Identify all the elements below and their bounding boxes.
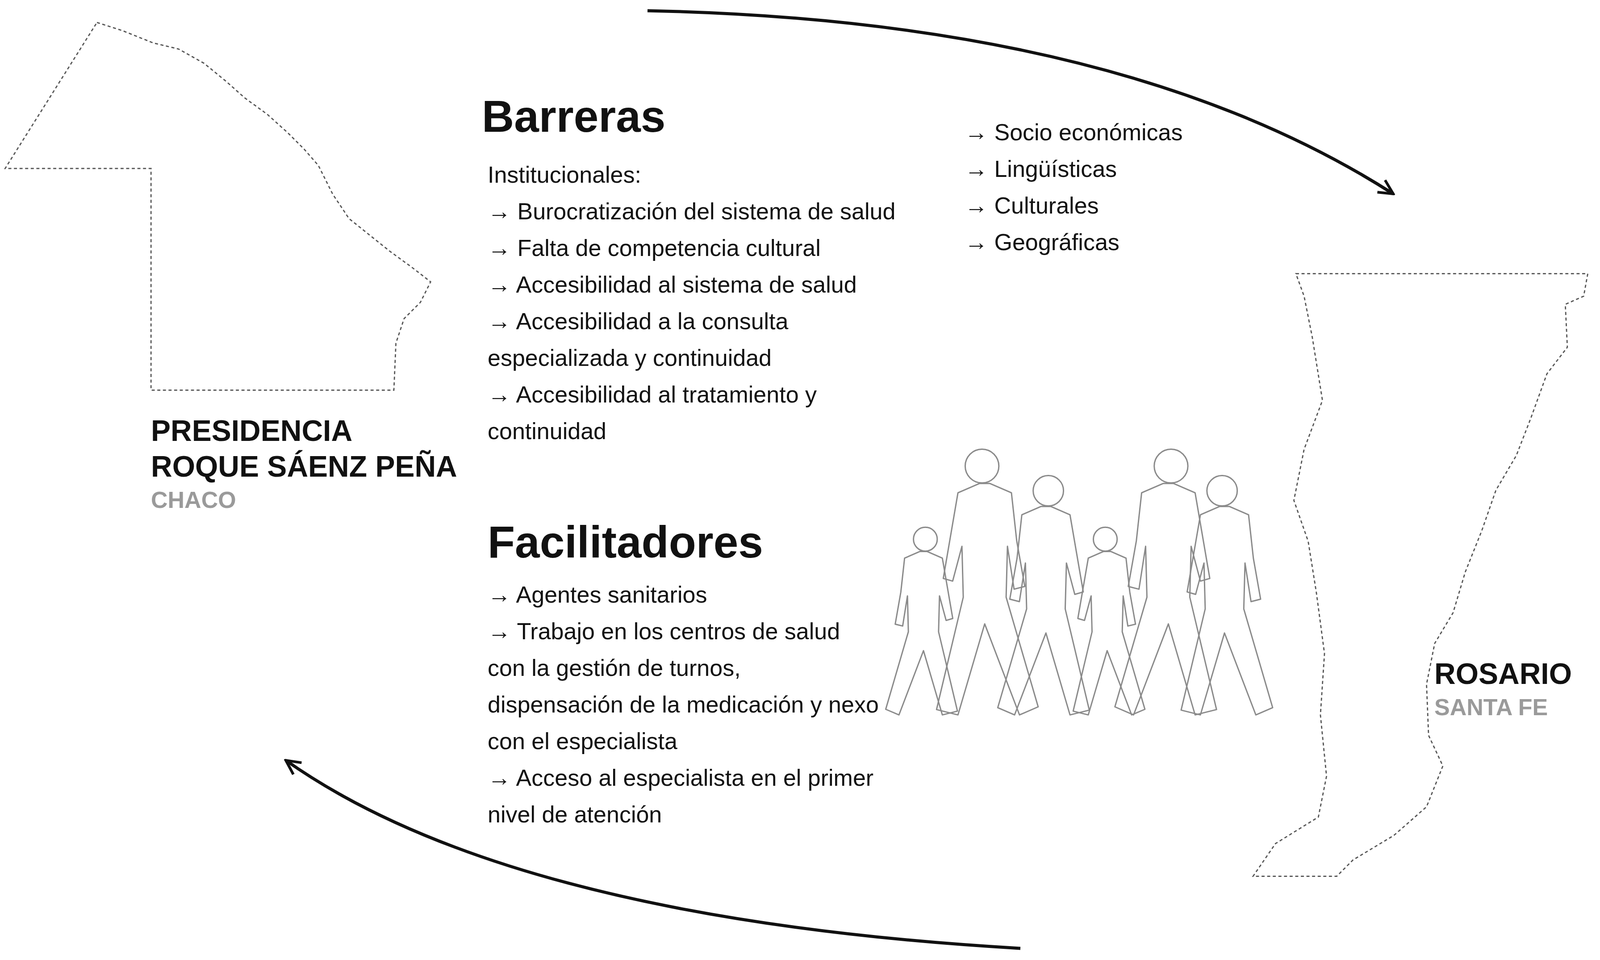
list-item: → Trabajo en los centros de salud con la… — [487, 612, 881, 760]
person-body — [885, 551, 958, 715]
list-item: → Accesibilidad al tratamiento y continu… — [487, 375, 890, 450]
person-head — [1207, 475, 1238, 506]
section-heading: Barreras — [481, 91, 666, 141]
people-silhouettes — [885, 449, 1273, 715]
category-label: Institucionales: — [487, 156, 642, 193]
person-head — [913, 526, 938, 551]
list-item: → Acceso al especialista en el primer ni… — [487, 759, 881, 833]
person-head — [1154, 449, 1188, 483]
list-item: → Culturales — [964, 187, 1099, 224]
list-item: → Accesibilidad al sistema de salud — [487, 266, 857, 303]
list-item: → Falta de competencia cultural — [487, 229, 821, 267]
person-body — [997, 506, 1090, 715]
place-label: ROSARIOSANTA FE — [1434, 655, 1596, 723]
flow-arrow — [647, 10, 1394, 194]
person-head — [1033, 475, 1064, 506]
section-heading: Facilitadores — [487, 517, 764, 567]
person-head — [1093, 526, 1117, 551]
list-item: → Burocratización del sistema de salud — [487, 192, 896, 230]
list-item: → Accesibilidad a la consulta especializ… — [487, 302, 890, 376]
santa-fe-map-outline — [1253, 273, 1588, 877]
person-body — [1115, 483, 1217, 715]
list-item: → Agentes sanitarios — [487, 576, 707, 613]
list-item: → Lingüísticas — [964, 150, 1117, 188]
province-name: SANTA FE — [1434, 691, 1596, 723]
person-head — [965, 449, 999, 483]
person-body — [936, 483, 1039, 715]
city-name: ROSARIO — [1434, 655, 1596, 692]
person-body — [1073, 551, 1145, 715]
list-item: → Geográficas — [964, 223, 1120, 261]
place-label: PRESIDENCIA ROQUE SÁENZ PEÑACHACO — [150, 412, 464, 516]
list-item: → Socio económicas — [964, 113, 1183, 151]
city-name: PRESIDENCIA ROQUE SÁENZ PEÑA — [150, 412, 464, 485]
person-body — [1181, 506, 1273, 715]
province-name: CHACO — [150, 484, 464, 516]
chaco-map-outline — [4, 22, 431, 390]
